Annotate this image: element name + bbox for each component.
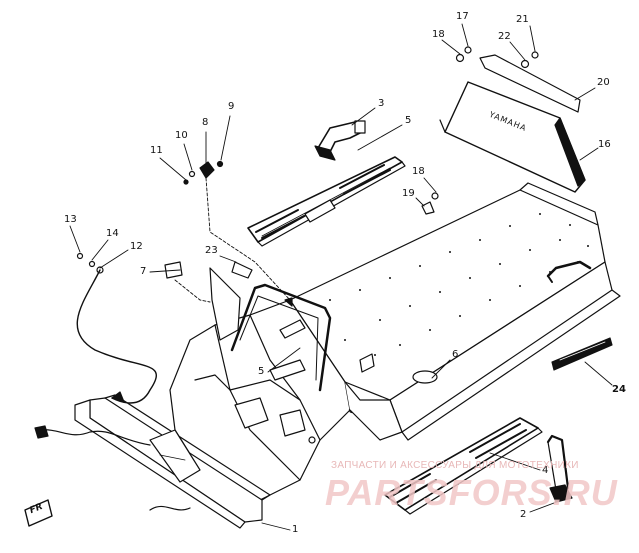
- callout-6: 6: [452, 349, 459, 360]
- callout-12: 12: [130, 241, 143, 252]
- throttle-cable: [34, 269, 191, 511]
- callout-19: 19: [402, 188, 415, 199]
- callout-10: 10: [175, 130, 188, 141]
- callout-4: 4: [542, 465, 549, 476]
- tunnel-frame: [289, 182, 621, 441]
- callout-20: 20: [597, 77, 610, 88]
- bracket-part-2: [546, 434, 573, 503]
- callout-5-lower: 5: [258, 366, 265, 377]
- front-marker-badge: [24, 499, 53, 527]
- callout-24: 24: [612, 384, 626, 395]
- callout-11: 11: [150, 145, 163, 156]
- footrest-lower: [384, 417, 543, 515]
- callout-23: 23: [205, 245, 218, 256]
- callout-22: 22: [498, 31, 511, 42]
- callout-8: 8: [202, 117, 209, 128]
- callout-2: 2: [520, 509, 527, 520]
- callout-17: 17: [456, 11, 469, 22]
- callout-7: 7: [140, 266, 147, 277]
- callout-3: 3: [378, 98, 385, 109]
- callout-18-upper: 18: [432, 29, 445, 40]
- hardware: [76, 46, 539, 341]
- decal-part-24: [551, 337, 613, 371]
- front-chassis: [74, 283, 403, 529]
- watermark-caption: ЗАПЧАСТИ И АКСЕССУАРЫ ДЛЯ МОТОТЕХНИКИ: [331, 460, 579, 471]
- callout-21: 21: [516, 14, 529, 25]
- bracket-part-3: [314, 120, 366, 161]
- callout-9: 9: [228, 101, 235, 112]
- leader-lines: [69, 23, 613, 531]
- callout-1: 1: [292, 524, 299, 535]
- watermark-logo: PARTSFORS.RU: [325, 472, 618, 513]
- rear-flap: [439, 54, 586, 193]
- callout-13: 13: [64, 214, 77, 225]
- footrest-upper: [247, 156, 406, 247]
- callout-18-lower: 18: [412, 166, 425, 177]
- callout-5-upper: 5: [405, 115, 412, 126]
- callout-16: 16: [598, 139, 611, 150]
- callout-14: 14: [106, 228, 119, 239]
